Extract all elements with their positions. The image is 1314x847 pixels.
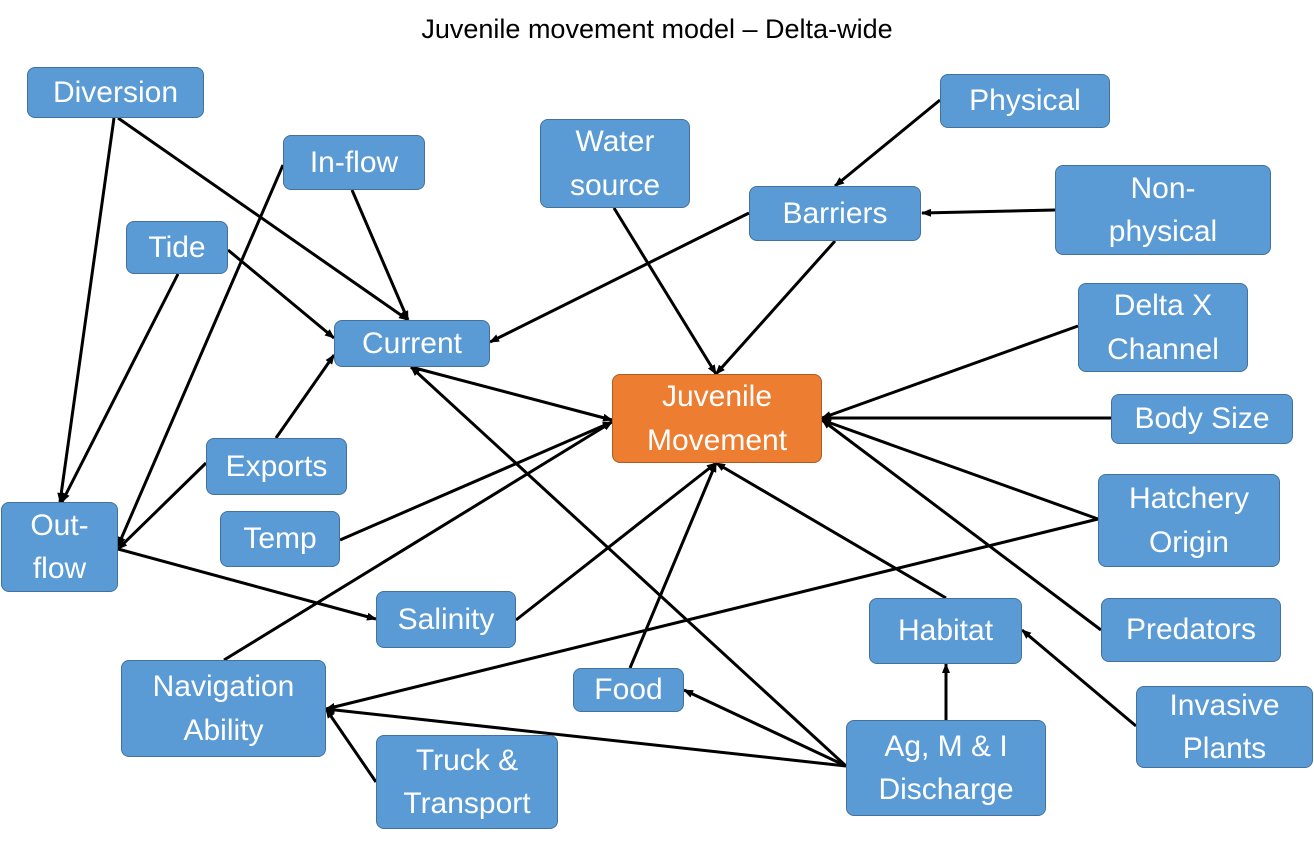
node-water-source[interactable]: Water source (540, 119, 690, 208)
node-in-flow[interactable]: In-flow (283, 135, 425, 190)
arrow-agmi-to-food (683, 688, 847, 768)
node-current[interactable]: Current (334, 320, 490, 367)
node-ag-m-i-discharge[interactable]: Ag, M & I Discharge (846, 720, 1046, 816)
arrow-habitat-to-juvenile (715, 461, 947, 600)
arrow-diversion-to-current (117, 116, 409, 322)
arrow-invasive-to-habitat (1021, 628, 1137, 728)
arrow-exports-to-outflow (116, 461, 208, 551)
node-diversion[interactable]: Diversion (27, 67, 204, 118)
arrow-watersource-to-juvenile (612, 207, 718, 375)
node-invasive-plants[interactable]: Invasive Plants (1136, 686, 1313, 768)
arrow-physical-to-barriers (834, 98, 941, 188)
node-non-physical[interactable]: Non- physical (1055, 165, 1271, 255)
arrow-inflow-to-current (350, 189, 410, 321)
arrow-agmi-to-current (409, 365, 848, 768)
arrow-food-to-juvenile (628, 462, 718, 669)
arrow-predators-to-juvenile (821, 418, 1102, 632)
node-juvenile-movement[interactable]: Juvenile Movement (612, 374, 822, 463)
node-tide[interactable]: Tide (126, 221, 228, 274)
arrow-outflow-to-salinity (117, 547, 377, 621)
arrow-current-to-juvenile (410, 365, 613, 422)
node-delta-x-channel[interactable]: Delta X Channel (1078, 283, 1248, 372)
arrow-barriers-to-current (489, 211, 750, 344)
node-temp[interactable]: Temp (220, 511, 340, 567)
arrow-deltaxchannel-to-juvenile (821, 324, 1079, 420)
arrow-barriers-to-juvenile (714, 239, 837, 376)
arrow-nonphysical-to-barriers (921, 208, 1056, 217)
arrow-exports-to-current (274, 354, 336, 439)
arrow-salinity-to-juvenile (515, 461, 717, 622)
arrow-navigation-to-juvenile (223, 420, 613, 662)
node-physical[interactable]: Physical (940, 74, 1110, 128)
node-out-flow[interactable]: Out- flow (1, 502, 118, 592)
node-salinity[interactable]: Salinity (376, 591, 516, 648)
arrow-diversion-to-outflow (57, 117, 116, 503)
arrow-hatchery-to-juvenile (821, 418, 1099, 521)
node-barriers[interactable]: Barriers (749, 186, 921, 241)
diagram-title: Juvenile movement model – Delta-wide (421, 14, 893, 44)
node-exports[interactable]: Exports (206, 438, 347, 495)
node-navigation-ability[interactable]: Navigation Ability (121, 660, 326, 757)
node-food[interactable]: Food (573, 668, 684, 712)
arrow-tide-to-outflow (60, 273, 180, 503)
arrow-inflow-to-outflow (116, 164, 285, 547)
node-habitat[interactable]: Habitat (869, 598, 1022, 664)
arrow-agmi-to-navigation (325, 706, 847, 768)
node-truck-transport[interactable]: Truck & Transport (376, 735, 558, 829)
arrow-hatchery-to-navigation (325, 517, 1099, 711)
node-body-size[interactable]: Body Size (1111, 394, 1293, 444)
arrow-tide-to-current (227, 248, 335, 340)
node-predators[interactable]: Predators (1101, 598, 1281, 662)
node-hatchery-origin[interactable]: Hatchery Origin (1098, 474, 1280, 567)
arrow-truck-to-navigation (324, 708, 378, 783)
arrow-temp-to-juvenile (339, 420, 613, 542)
